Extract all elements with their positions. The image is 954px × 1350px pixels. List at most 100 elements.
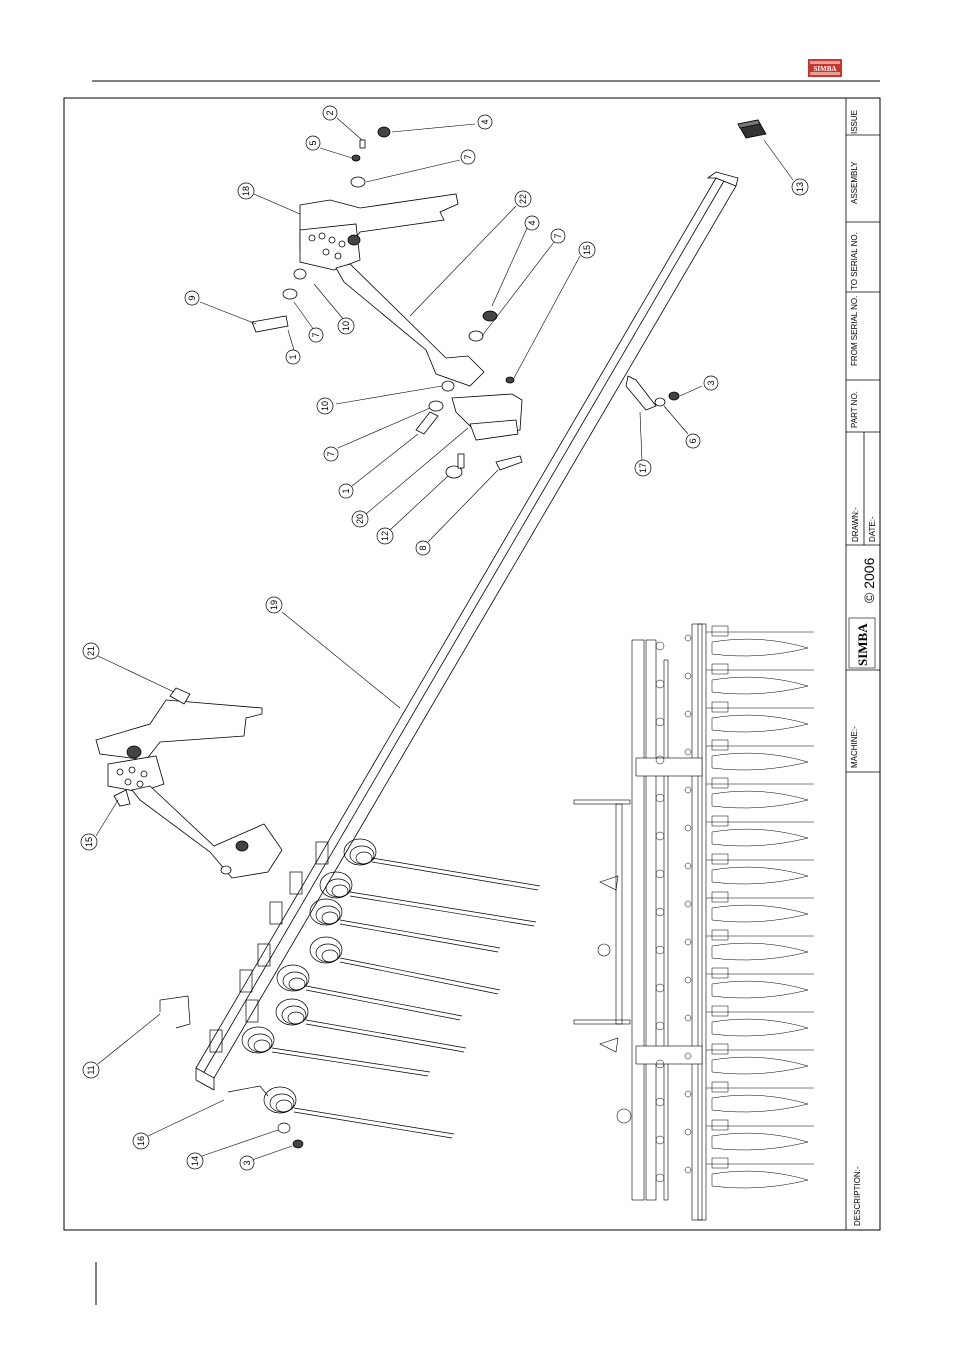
plan-tine-row — [656, 1082, 814, 1112]
callout-2: 2 — [323, 106, 337, 120]
svg-text:2: 2 — [325, 110, 335, 115]
brand-logo-text: SIMBA — [814, 65, 837, 73]
title-block-logo: SIMBA — [849, 618, 875, 668]
callout-9: 9 — [185, 291, 199, 305]
svg-text:1: 1 — [288, 354, 298, 359]
callout-3: 3 — [240, 1156, 254, 1170]
part-no-label: PART NO. — [850, 391, 859, 428]
callout-17: 17 — [635, 460, 651, 476]
tine-unit — [258, 937, 500, 994]
svg-text:16: 16 — [136, 1136, 146, 1146]
spring-pin — [160, 996, 190, 1028]
svg-text:7: 7 — [326, 451, 336, 456]
callout-16: 16 — [133, 1133, 149, 1149]
plan-tine-row — [656, 892, 814, 922]
svg-text:1: 1 — [341, 488, 351, 493]
svg-text:4: 4 — [480, 119, 490, 124]
plan-tine-row — [656, 1120, 814, 1150]
callout-4: 4 — [478, 115, 492, 129]
tine-unit — [210, 1027, 430, 1076]
callout-15: 15 — [579, 242, 595, 258]
svg-text:22: 22 — [518, 194, 528, 204]
svg-text:8: 8 — [418, 545, 428, 550]
end-cap — [738, 120, 766, 138]
svg-text:11: 11 — [86, 1065, 96, 1074]
callout-12: 12 — [377, 528, 393, 544]
date-label: DATE:- — [868, 516, 877, 542]
tine-unit — [246, 999, 466, 1052]
svg-text:15: 15 — [84, 837, 94, 847]
from-serial-label: FROM SERIAL NO. — [850, 296, 859, 366]
svg-text:12: 12 — [380, 531, 390, 541]
callout-1: 1 — [339, 484, 353, 498]
machine-label: MACHINE:- — [850, 726, 859, 768]
title-block-text: ISSUE ASSEMBLY TO SERIAL NO. FROM SERIAL… — [849, 110, 877, 1226]
assembly-label: ASSEMBLY — [850, 161, 859, 204]
description-label: DESCRIPTION:- — [853, 1166, 862, 1226]
svg-text:18: 18 — [241, 186, 251, 196]
svg-text:17: 17 — [638, 463, 648, 473]
svg-text:20: 20 — [355, 514, 365, 524]
callout-21: 21 — [83, 643, 99, 659]
plan-tine-row — [656, 816, 814, 846]
svg-text:5: 5 — [308, 140, 318, 145]
callout-7: 7 — [551, 229, 565, 243]
plan-view-tines — [656, 626, 814, 1188]
svg-text:14: 14 — [190, 1156, 200, 1166]
copyright-text: © 2006 — [861, 557, 877, 603]
callout-10: 10 — [317, 398, 333, 414]
svg-text:10: 10 — [320, 401, 330, 411]
svg-text:7: 7 — [311, 332, 321, 337]
svg-text:4: 4 — [527, 220, 537, 225]
tine-unit — [228, 1086, 454, 1138]
callout-7: 7 — [461, 150, 475, 164]
callout-14: 14 — [187, 1153, 203, 1169]
plan-tine-row — [656, 1006, 814, 1036]
svg-text:3: 3 — [242, 1160, 252, 1165]
callout-15: 15 — [81, 834, 97, 850]
svg-text:13: 13 — [795, 182, 805, 192]
callout-11: 11 — [83, 1062, 99, 1078]
callout-8: 8 — [416, 541, 430, 555]
svg-text:3: 3 — [706, 380, 716, 385]
bottom-hardware — [278, 1123, 303, 1148]
callout-5: 5 — [306, 136, 320, 150]
svg-text:19: 19 — [269, 600, 279, 610]
title-block-logo-text: SIMBA — [855, 623, 870, 666]
plan-tine-row — [656, 702, 814, 732]
svg-text:7: 7 — [463, 154, 473, 159]
plan-tine-row — [656, 626, 814, 656]
callout-balloons: 2 4 5 7 18 22 4 7 15 13 9 10 7 1 10 3 6 … — [81, 106, 808, 1170]
top-bracket-assembly — [252, 127, 484, 386]
callout-19: 19 — [266, 597, 282, 613]
svg-text:15: 15 — [582, 245, 592, 255]
callout-7: 7 — [309, 328, 323, 342]
callout-4: 4 — [525, 216, 539, 230]
svg-text:7: 7 — [553, 233, 563, 238]
callout-20: 20 — [352, 511, 368, 527]
callout-18: 18 — [238, 183, 254, 199]
svg-text:6: 6 — [688, 438, 698, 443]
svg-text:21: 21 — [86, 646, 96, 656]
callout-1: 1 — [286, 350, 300, 364]
callout-7: 7 — [324, 447, 338, 461]
plan-tine-row — [656, 968, 814, 998]
plan-view — [574, 624, 706, 1220]
callout-22: 22 — [515, 191, 531, 207]
drawn-label: DRAWN:- — [851, 507, 860, 542]
callout-leaders — [96, 118, 793, 1160]
callout-6: 6 — [686, 434, 700, 448]
issue-label: ISSUE — [850, 110, 859, 134]
drawing-frame — [64, 98, 880, 1230]
plan-tine-row — [656, 778, 814, 808]
plan-tine-row — [656, 930, 814, 960]
plan-tine-row — [656, 854, 814, 884]
svg-text:9: 9 — [187, 295, 197, 300]
plan-tine-row — [656, 664, 814, 694]
svg-text:10: 10 — [341, 321, 351, 331]
to-serial-label: TO SERIAL NO. — [850, 232, 859, 290]
brand-logo: SIMBA — [808, 59, 842, 77]
left-arm-assembly — [96, 688, 282, 878]
plan-tine-row — [656, 1158, 814, 1188]
